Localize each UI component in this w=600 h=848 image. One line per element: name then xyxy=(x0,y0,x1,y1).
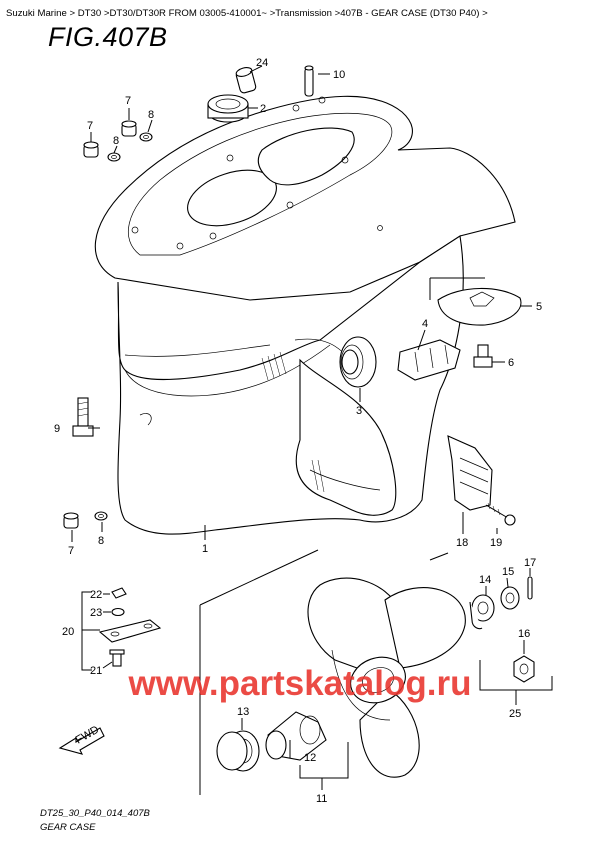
part-9-drawing xyxy=(72,397,94,437)
breadcrumb: Suzuki Marine > DT30 >DT30/DT30R FROM 03… xyxy=(6,8,488,19)
callout-20: 20 xyxy=(62,626,74,638)
drawing-caption: GEAR CASE xyxy=(40,822,96,833)
part-3-drawing xyxy=(339,336,377,388)
callout-7-upper: 7 xyxy=(125,95,131,107)
drawing-code: DT25_30_P40_014_407B xyxy=(40,808,150,819)
figure-title: FIG.407B xyxy=(48,22,168,52)
part-20-23-drawings xyxy=(98,587,162,667)
callout-12: 12 xyxy=(304,752,316,764)
callout-17: 17 xyxy=(524,557,536,569)
callout-4: 4 xyxy=(422,318,428,330)
callout-24: 24 xyxy=(256,57,268,69)
callout-25: 25 xyxy=(509,708,521,720)
group-brackets xyxy=(81,278,553,795)
callout-22: 22 xyxy=(90,589,102,601)
watermark-text: www.partskatalog.ru xyxy=(128,664,472,703)
part-14-drawing xyxy=(469,594,495,630)
callout-10: 10 xyxy=(333,69,345,81)
callout-2: 2 xyxy=(260,103,266,115)
callout-19: 19 xyxy=(490,537,502,549)
callout-8-lower: 8 xyxy=(98,535,104,547)
part-18-drawing xyxy=(447,435,493,511)
part-24-drawing xyxy=(235,67,257,94)
leader-lines xyxy=(71,65,532,730)
part-13-drawing xyxy=(216,730,260,772)
callout-7-lower: 7 xyxy=(68,545,74,557)
callout-21: 21 xyxy=(90,665,102,677)
part-11-propeller-drawing xyxy=(307,577,466,778)
part-15-drawing xyxy=(500,586,520,610)
part-6-drawing xyxy=(473,344,493,368)
callout-9: 9 xyxy=(54,423,60,435)
part-16-drawing xyxy=(513,655,535,683)
part-7-8-drawings xyxy=(63,120,153,529)
callout-14: 14 xyxy=(479,574,491,586)
callout-18: 18 xyxy=(456,537,468,549)
part-12-drawing xyxy=(265,711,327,761)
part-17-drawing xyxy=(527,576,533,600)
callout-1: 1 xyxy=(202,543,208,555)
callout-8-mid: 8 xyxy=(113,135,119,147)
callout-labels: 24 10 2 7 8 7 8 5 4 6 3 9 7 8 1 18 19 17… xyxy=(54,57,542,805)
part-10-drawing xyxy=(304,65,314,97)
callout-5: 5 xyxy=(536,301,542,313)
callout-3: 3 xyxy=(356,405,362,417)
callout-15: 15 xyxy=(502,566,514,578)
part-4-drawing xyxy=(397,339,461,381)
part-5-drawing xyxy=(429,277,522,326)
callout-13: 13 xyxy=(237,706,249,718)
callout-8-upper: 8 xyxy=(148,109,154,121)
callout-23: 23 xyxy=(90,607,102,619)
callout-11: 11 xyxy=(316,793,327,805)
callout-7-mid: 7 xyxy=(87,120,93,132)
part-19-drawing xyxy=(485,502,516,526)
callout-6: 6 xyxy=(508,357,514,369)
fwd-arrow-icon xyxy=(58,727,105,755)
gear-case-drawing xyxy=(94,95,516,535)
part-2-drawing xyxy=(207,94,249,123)
callout-16: 16 xyxy=(518,628,530,640)
